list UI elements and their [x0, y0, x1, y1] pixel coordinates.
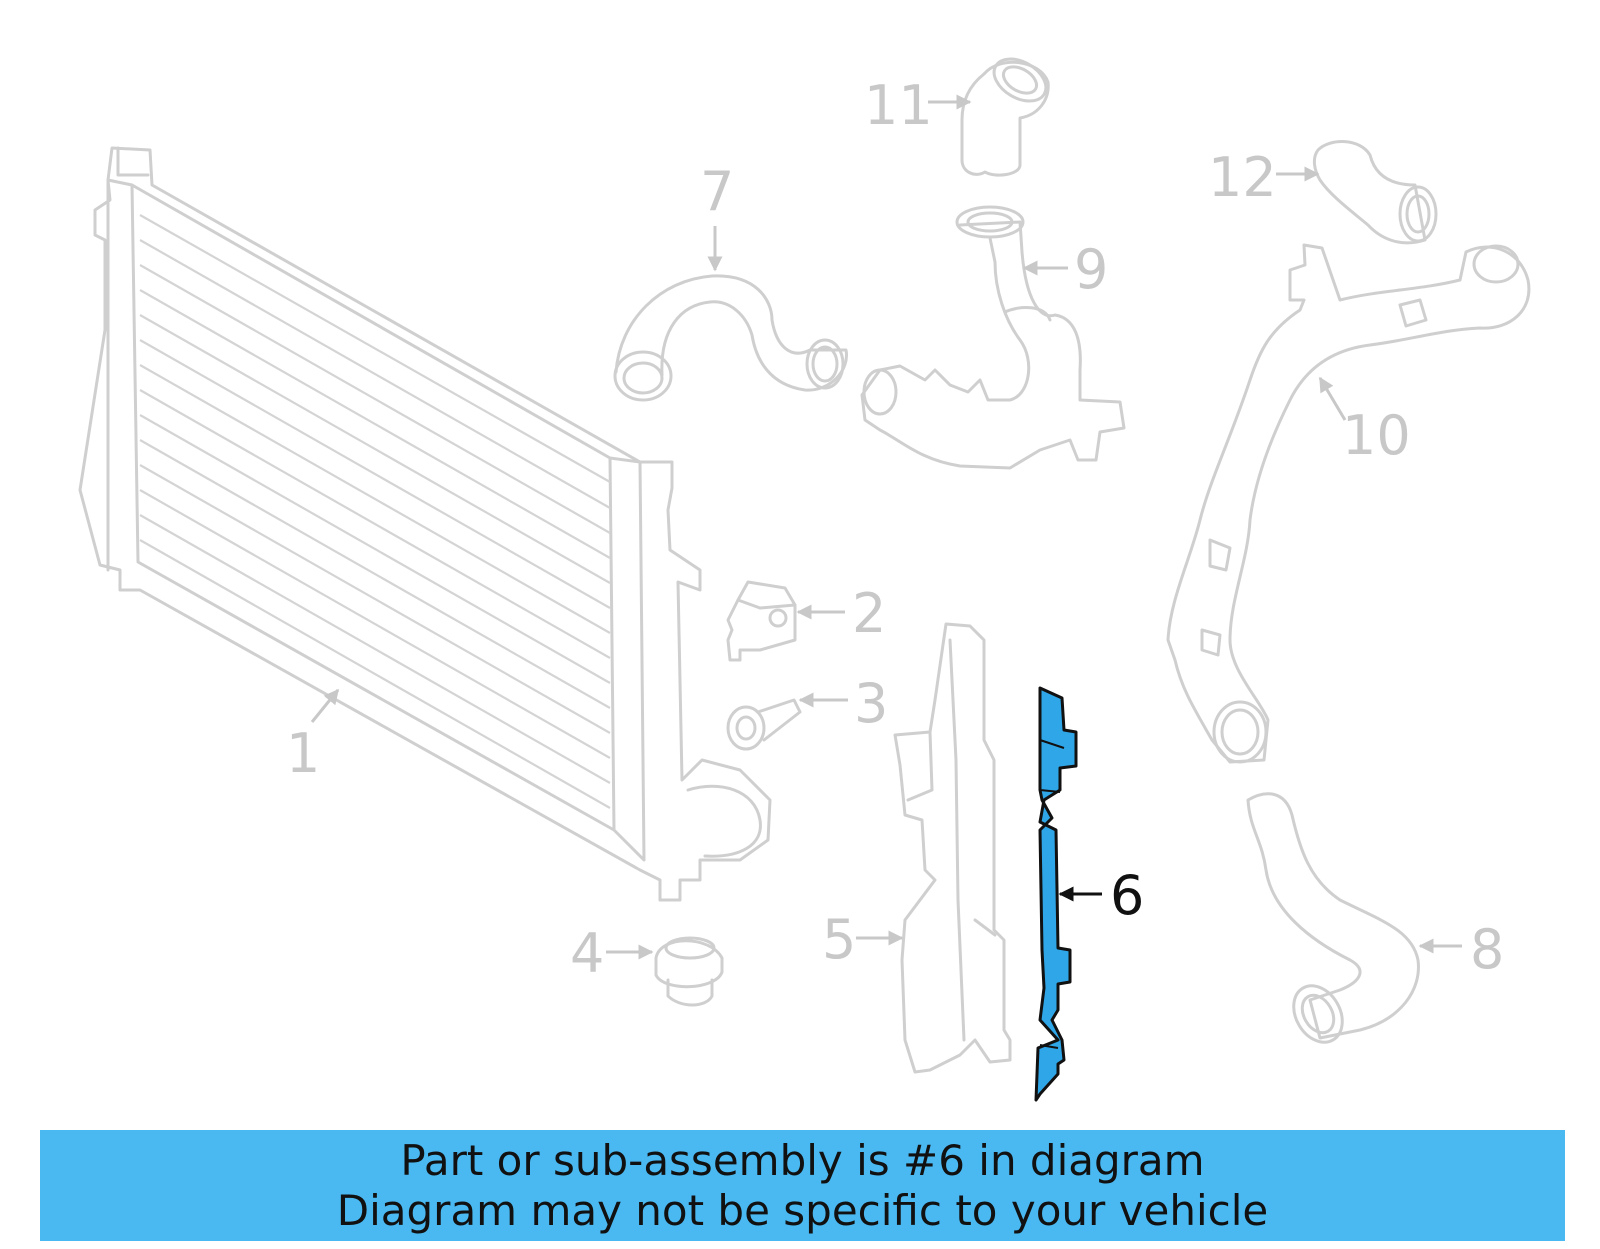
- callout-1: 1: [286, 722, 320, 785]
- bolt-part: [726, 698, 802, 751]
- charge-pipe-part: [860, 205, 1126, 470]
- callout-10: 10: [1342, 404, 1411, 467]
- bracket-part: [726, 580, 797, 662]
- long-pipe-part: [1166, 243, 1531, 764]
- intercooler-fins: [139, 214, 611, 809]
- banner-line-1: Part or sub-assembly is #6 in diagram: [400, 1135, 1205, 1185]
- callout-11: 11: [864, 74, 933, 137]
- leader-1: [310, 688, 340, 723]
- callout-5: 5: [822, 908, 856, 971]
- callout-2: 2: [852, 582, 886, 645]
- callout-9: 9: [1074, 238, 1108, 301]
- leader-10: [1318, 376, 1347, 421]
- short-hose-part: [1312, 140, 1438, 245]
- callout-4: 4: [570, 922, 604, 985]
- info-banner: Part or sub-assembly is #6 in diagram Di…: [40, 1130, 1565, 1241]
- callout-6: 6: [1110, 864, 1144, 927]
- air-guide-part: [893, 622, 1012, 1074]
- elbow-hose-part: [960, 57, 1050, 177]
- lower-hose-part: [1246, 792, 1420, 1044]
- drain-plug-part: [654, 936, 724, 1007]
- intercooler-part: [78, 146, 772, 902]
- s-hose-part: [613, 274, 848, 402]
- callout-12: 12: [1208, 146, 1277, 209]
- callout-3: 3: [854, 672, 888, 735]
- banner-line-2: Diagram may not be specific to your vehi…: [336, 1185, 1269, 1235]
- baffle-part-highlighted: [1034, 686, 1078, 1102]
- callout-8: 8: [1470, 918, 1504, 981]
- callout-7: 7: [700, 160, 734, 223]
